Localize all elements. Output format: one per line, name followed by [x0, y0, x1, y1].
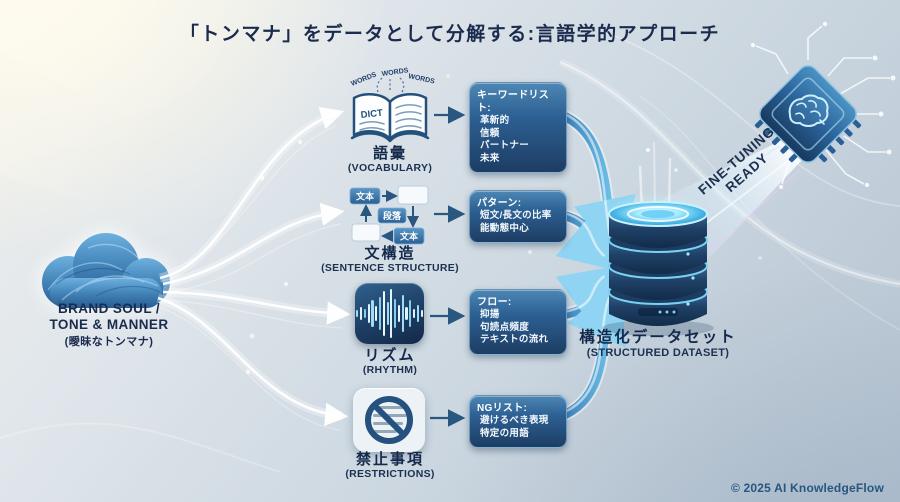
pattern-item: 短文/長文の比率 [480, 210, 552, 221]
flow-item: 抑揚 [480, 309, 500, 320]
page-title: 「トンマナ」をデータとして分解する:言語学的アプローチ [179, 24, 721, 45]
vocabulary-label-jp: 語彙 [372, 145, 407, 162]
keyword-item: 革新的 [480, 115, 510, 126]
flow-item: 句読点頻度 [480, 321, 530, 333]
ng-list-title: NGリスト: [477, 403, 528, 414]
circuit-traces [750, 21, 896, 189]
sentence-structure-label-en: (SENTENCE STRUCTURE) [321, 262, 459, 274]
pattern-title: パターン: [477, 198, 522, 209]
restrictions-label-en: (RESTRICTIONS) [345, 468, 435, 480]
finetune-caption: FINE-TUNING READY [673, 104, 812, 230]
brand-label-line2: TONE & MANNER [49, 316, 169, 332]
keyword-item: 未来 [480, 152, 500, 164]
keyword-list-box: キーワードリスト: 革新的 信頼 パートナー 未来 [469, 82, 567, 173]
ng-item: 特定の用語 [480, 427, 530, 439]
dataset-label-en: (STRUCTURED DATASET) [586, 347, 730, 359]
keyword-item: 信頼 [480, 127, 500, 139]
finetune-line2: READY [722, 150, 772, 196]
rhythm-label-en: (RHYTHM) [362, 364, 418, 376]
restrictions-label-jp: 禁止事項 [355, 451, 424, 468]
copyright-text: © 2025 AI KnowledgeFlow [730, 481, 884, 495]
waveform-icon [355, 283, 424, 344]
ng-list-box: NGリスト: 避けるべき表現 特定の用語 [469, 395, 567, 448]
ng-item: 避けるべき表現 [480, 415, 549, 426]
prohibition-icon [353, 388, 425, 452]
sentence-structure-label-jp: 文構造 [364, 245, 416, 262]
keyword-list-title: キーワードリスト: [477, 90, 550, 114]
flow-box: フロー: 抑揚 句読点頻度 テキストの流れ [469, 289, 567, 355]
keyword-item: パートナー [480, 140, 530, 151]
finetune-line1: FINE-TUNING [695, 123, 778, 198]
dataset-label-jp: 構造化データセット [579, 329, 737, 346]
brand-label-line3: (曖昧なトンマナ) [64, 336, 154, 348]
rhythm-label-jp: リズム [364, 347, 416, 364]
pattern-box: パターン: 短文/長文の比率 能動態中心 [469, 190, 567, 243]
brand-label-line1: BRAND SOUL / [57, 301, 161, 316]
vocabulary-label-en: (VOCABULARY) [347, 162, 433, 174]
flow-title: フロー: [477, 297, 512, 308]
brand-cloud-label: BRAND SOUL / TONE & MANNER (曖昧なトンマナ) [14, 301, 204, 349]
flow-item: テキストの流れ [480, 334, 549, 345]
pattern-item: 能動態中心 [480, 222, 530, 234]
